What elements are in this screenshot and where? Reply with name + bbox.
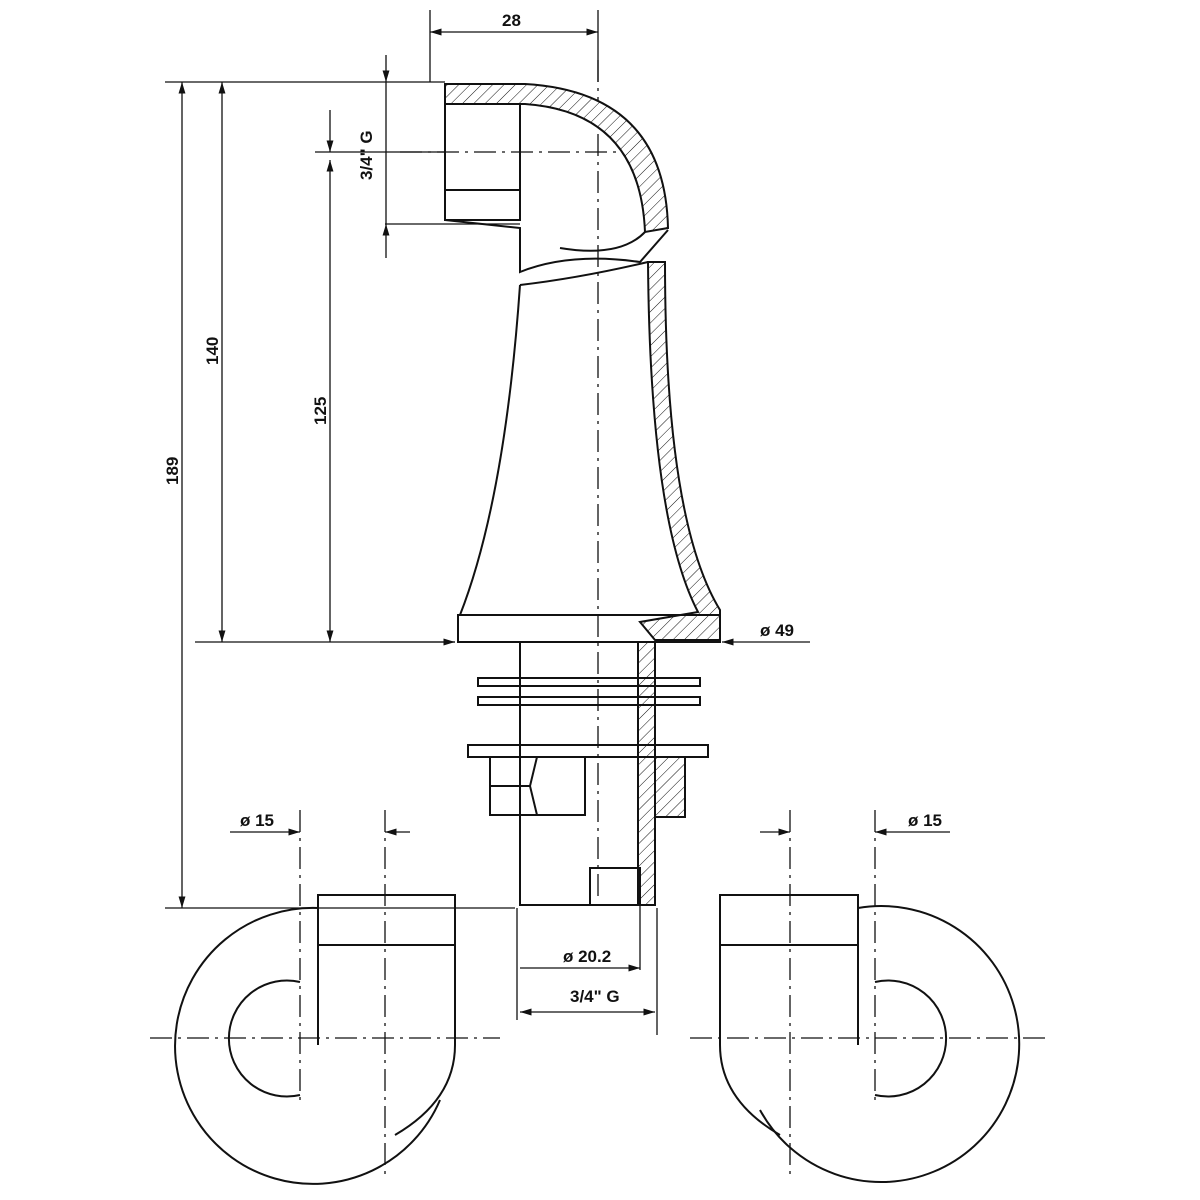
extension-lines: [165, 10, 599, 909]
spout: [444, 83, 670, 274]
dim-diameter-15-right: ø 15: [908, 811, 942, 830]
dimension-lines: [178, 28, 950, 1035]
dim-diameter-49: ø 49: [760, 621, 794, 640]
center-lines: [150, 60, 1050, 1180]
shank-assembly: [467, 641, 709, 906]
dim-diameter-20-2: ø 20.2: [563, 947, 611, 966]
dim-140: 140: [203, 337, 222, 365]
dim-diameter-15-left: ø 15: [240, 811, 274, 830]
dim-28: 28: [502, 11, 521, 30]
dim-thread-top: 3/4" G: [357, 130, 376, 180]
body: [457, 261, 721, 643]
dim-189: 189: [163, 457, 182, 485]
right-elbow: [719, 894, 1021, 1184]
dim-thread-bottom: 3/4" G: [570, 987, 620, 1006]
dim-125: 125: [311, 397, 330, 425]
left-elbow: [174, 894, 456, 1185]
